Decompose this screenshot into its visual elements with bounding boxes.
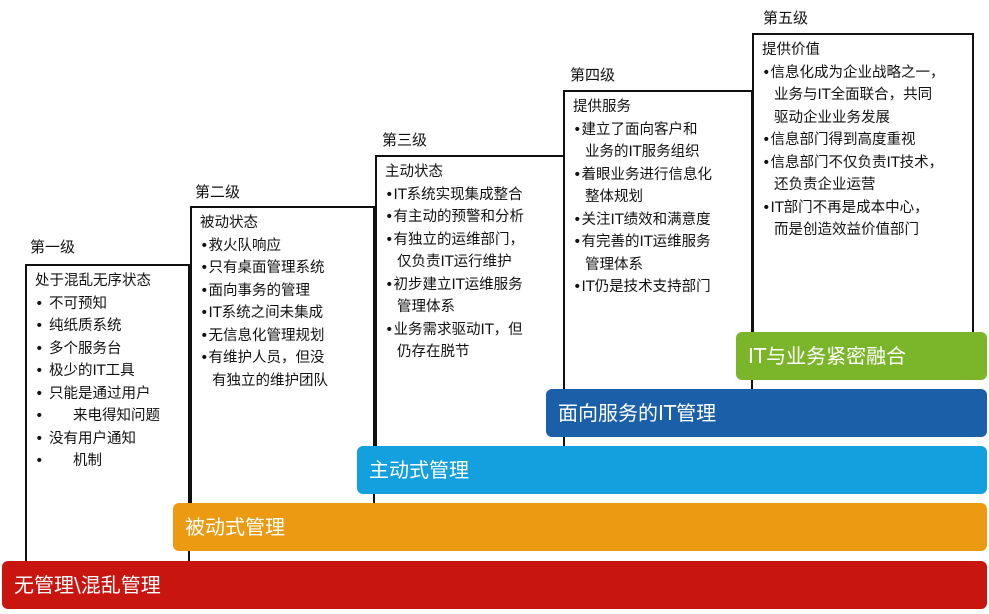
level-5-status: 提供价值	[762, 42, 820, 58]
level-3-title: 第三级	[382, 131, 428, 149]
level-5-item: 还负责企业运营	[774, 177, 876, 193]
level-5-box: 提供价值 •信息化成为企业战略之一， 业务与IT全面联合，共同 驱动企业业务发展…	[752, 33, 974, 363]
level-5-item: 驱动企业业务发展	[774, 109, 890, 126]
level-2-item: •无信息化管理规划	[200, 327, 325, 344]
level-3-item: •IT系统实现集成整合	[385, 186, 523, 203]
level-1-item: 纯纸质系统	[35, 315, 182, 338]
level-4-item: 整体规划	[585, 189, 643, 205]
level-4-item: 管理体系	[585, 256, 643, 273]
band-level-3: 主动式管理	[357, 446, 987, 494]
level-2-item: •面向事务的管理	[200, 282, 311, 299]
level-1-item: 没有用户通知	[35, 428, 182, 451]
level-4-item: •建立了面向客户和	[573, 121, 698, 138]
level-2-box: 被动状态 •救火队响应 •只有桌面管理系统 •面向事务的管理 •IT系统之间未集…	[190, 206, 375, 536]
level-4-status: 提供服务	[573, 99, 631, 115]
level-5-item: •信息化成为企业战略之一，	[762, 64, 945, 81]
level-2-item: 有独立的维护团队	[212, 372, 328, 389]
level-1-item: 来电得知问题	[35, 405, 182, 428]
level-1-title: 第一级	[30, 238, 76, 256]
level-4-item: •IT仍是技术支持部门	[573, 279, 711, 295]
level-3-item: •业务需求驱动IT，但	[385, 321, 523, 338]
level-3-item: •有主动的预警和分析	[385, 209, 525, 225]
level-1-item: 极少的IT工具	[35, 360, 182, 383]
level-4-title: 第四级	[570, 66, 616, 84]
level-3-item: •初步建立IT运维服务	[385, 276, 523, 293]
level-4-item: •有完善的IT运维服务	[573, 234, 711, 250]
level-3-item: 仍存在脱节	[397, 344, 470, 360]
band-level-1: 无管理\混乱管理	[2, 561, 987, 609]
level-1-status: 处于混乱无序状态	[35, 273, 151, 289]
level-2-item: •有维护人员，但没	[200, 350, 325, 366]
level-3-item: •有独立的运维部门，	[385, 231, 525, 248]
level-3-item: 管理体系	[397, 299, 455, 315]
band-level-5: IT与业务紧密融合	[736, 332, 987, 380]
level-1-item: 只能是通过用户	[35, 383, 182, 406]
level-2-item: •救火队响应	[200, 237, 282, 254]
level-3-status: 主动状态	[385, 164, 443, 180]
level-3-item: 仅负责IT运行维护	[397, 254, 512, 270]
level-2-status: 被动状态	[200, 215, 258, 231]
level-4-item: 业务的IT服务组织	[585, 144, 700, 160]
level-1-item: 机制	[35, 450, 182, 473]
level-5-title: 第五级	[763, 9, 809, 27]
band-level-4: 面向服务的IT管理	[546, 389, 987, 437]
level-1-item: 不可预知	[35, 293, 182, 316]
level-1-box: 处于混乱无序状态 不可预知 纯纸质系统 多个服务台 极少的IT工具 只能是通过用…	[25, 264, 190, 594]
level-5-item: 业务与IT全面联合，共同	[774, 87, 933, 103]
level-4-item: •着眼业务进行信息化	[573, 166, 713, 183]
level-4-item: •关注IT绩效和满意度	[573, 211, 711, 228]
level-2-item: •只有桌面管理系统	[200, 260, 325, 276]
level-4-box: 提供服务 •建立了面向客户和 业务的IT服务组织 •着眼业务进行信息化 整体规划…	[563, 90, 753, 420]
level-5-item: •IT部门不再是成本中心，	[762, 199, 929, 216]
level-5-item: •信息部门不仅负责IT技术，	[762, 154, 944, 171]
level-2-item: •IT系统之间未集成	[200, 305, 324, 321]
band-level-2: 被动式管理	[173, 503, 987, 551]
level-5-item: 而是创造效益价值部门	[774, 222, 919, 238]
level-2-title: 第二级	[195, 183, 241, 201]
level-1-item: 多个服务台	[35, 338, 182, 361]
level-3-box: 主动状态 •IT系统实现集成整合 •有主动的预警和分析 •有独立的运维部门， 仅…	[375, 155, 565, 485]
level-5-item: •信息部门得到高度重视	[762, 132, 916, 148]
